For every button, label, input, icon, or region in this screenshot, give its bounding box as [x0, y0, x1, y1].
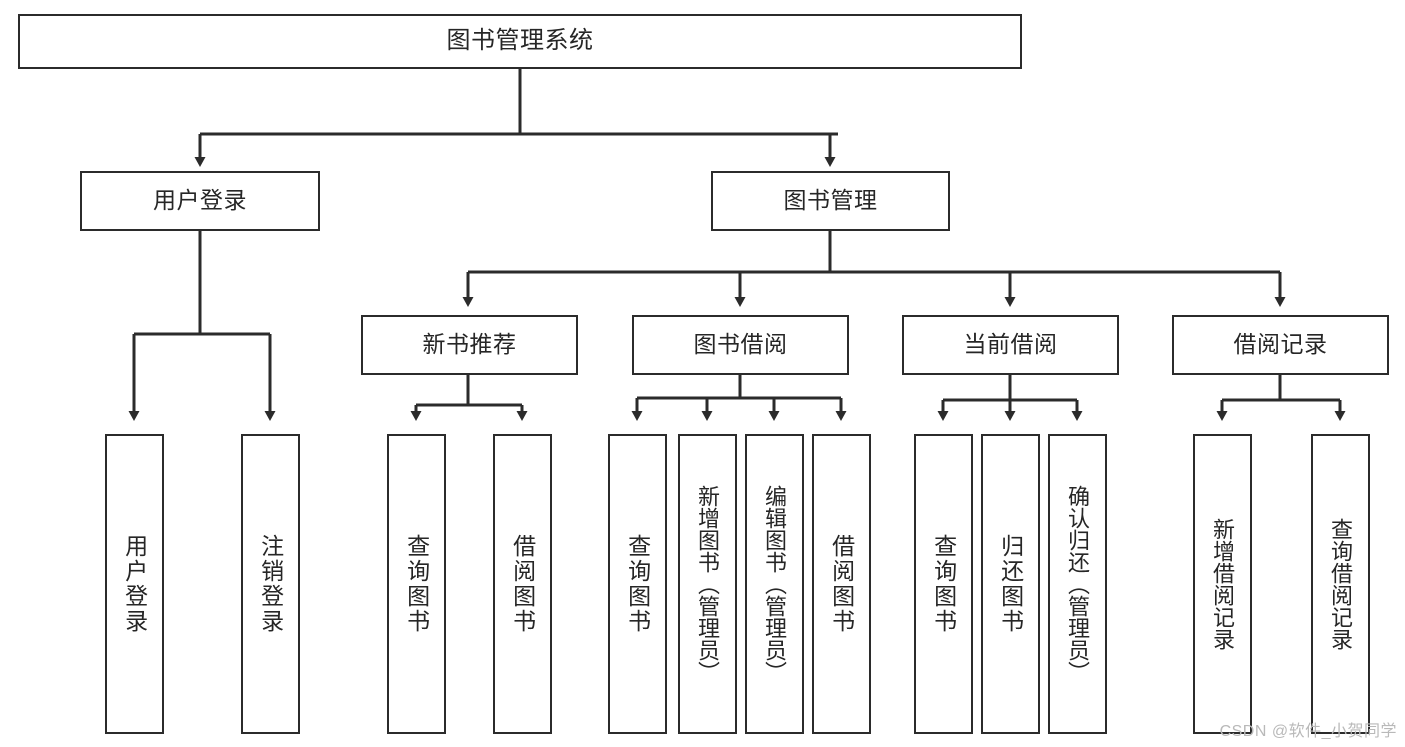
leaf-current-borrow-confirm[interactable]: 确认归还（管理员）	[1048, 434, 1107, 734]
leaf-book-borrow-add[interactable]: 新增图书（管理员）	[678, 434, 737, 734]
node-label: 新增借阅记录	[1210, 518, 1236, 650]
node-label: 借阅图书	[828, 534, 855, 634]
node-label: 图书管理系统	[446, 27, 594, 55]
node-book-management[interactable]: 图书管理	[711, 171, 950, 231]
leaf-book-borrow-lend[interactable]: 借阅图书	[812, 434, 871, 734]
leaf-borrow-record-add[interactable]: 新增借阅记录	[1193, 434, 1252, 734]
node-book-borrow[interactable]: 图书借阅	[632, 315, 849, 375]
node-label: 图书借阅	[693, 331, 788, 358]
node-label: 新书推荐	[422, 331, 517, 358]
node-label: 归还图书	[997, 534, 1024, 634]
node-label: 新增图书（管理员）	[695, 485, 721, 683]
node-label: 查询图书	[624, 534, 651, 634]
leaf-current-borrow-return[interactable]: 归还图书	[981, 434, 1040, 734]
leaf-user-login-signin[interactable]: 用户登录	[105, 434, 164, 734]
node-label: 查询图书	[930, 534, 957, 634]
node-label: 查询图书	[403, 534, 430, 634]
node-new-book-recommend[interactable]: 新书推荐	[361, 315, 578, 375]
node-label: 借阅记录	[1233, 331, 1328, 358]
leaf-new-book-query[interactable]: 查询图书	[387, 434, 446, 734]
node-label: 编辑图书（管理员）	[762, 485, 788, 683]
node-user-login[interactable]: 用户登录	[80, 171, 320, 231]
leaf-current-borrow-query[interactable]: 查询图书	[914, 434, 973, 734]
node-label: 查询借阅记录	[1328, 518, 1354, 650]
leaf-new-book-borrow[interactable]: 借阅图书	[493, 434, 552, 734]
node-current-borrow[interactable]: 当前借阅	[902, 315, 1119, 375]
node-root-system[interactable]: 图书管理系统	[18, 14, 1022, 69]
node-label: 借阅图书	[509, 534, 536, 634]
leaf-borrow-record-query[interactable]: 查询借阅记录	[1311, 434, 1370, 734]
leaf-book-borrow-edit[interactable]: 编辑图书（管理员）	[745, 434, 804, 734]
node-label: 注销登录	[257, 534, 284, 634]
node-label: 用户登录	[153, 187, 247, 214]
node-borrow-record[interactable]: 借阅记录	[1172, 315, 1389, 375]
node-label: 当前借阅	[963, 331, 1058, 358]
leaf-book-borrow-query[interactable]: 查询图书	[608, 434, 667, 734]
node-label: 图书管理	[783, 187, 878, 214]
leaf-user-login-signout[interactable]: 注销登录	[241, 434, 300, 734]
node-label: 用户登录	[121, 534, 148, 634]
node-label: 确认归还（管理员）	[1065, 485, 1091, 683]
